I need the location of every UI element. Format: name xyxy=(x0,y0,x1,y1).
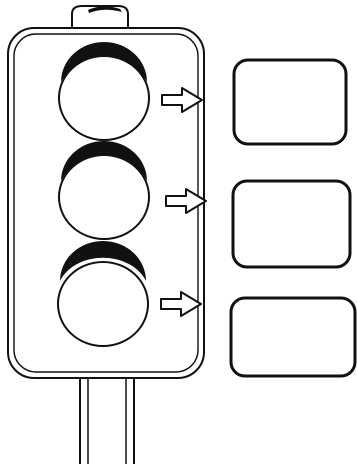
arrow-top-icon xyxy=(161,87,203,113)
answer-box-middle[interactable] xyxy=(231,179,352,269)
lamp-top xyxy=(58,42,150,141)
answer-box-top[interactable] xyxy=(232,58,348,146)
traffic-light-top-hook xyxy=(71,5,129,30)
answer-box-bottom[interactable] xyxy=(229,296,357,378)
arrow-bottom-icon xyxy=(160,291,202,317)
traffic-light-pole xyxy=(79,375,135,464)
lamp-bottom xyxy=(57,241,149,347)
lamp-middle xyxy=(58,141,150,240)
arrow-middle-icon xyxy=(165,188,207,214)
